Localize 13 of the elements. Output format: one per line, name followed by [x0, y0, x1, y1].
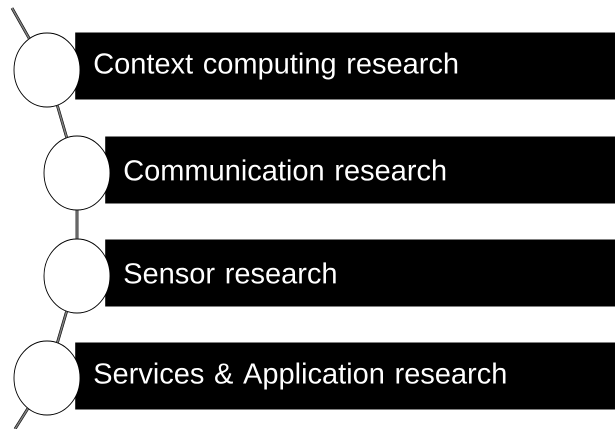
circle: [44, 238, 110, 314]
connector-line: [56, 311, 68, 343]
circle: [44, 136, 110, 210]
connector-line: [56, 105, 68, 138]
connector-line: [76, 210, 78, 239]
circle: [14, 32, 80, 108]
label-bar: Sensor research: [105, 240, 615, 306]
label-bar: Context computing research: [75, 32, 615, 100]
connector-line: [14, 408, 29, 429]
label-bar: Communication research: [105, 136, 615, 204]
label-bar: Services & Application research: [75, 342, 615, 410]
circle: [14, 340, 80, 416]
connector-line: [10, 7, 30, 40]
